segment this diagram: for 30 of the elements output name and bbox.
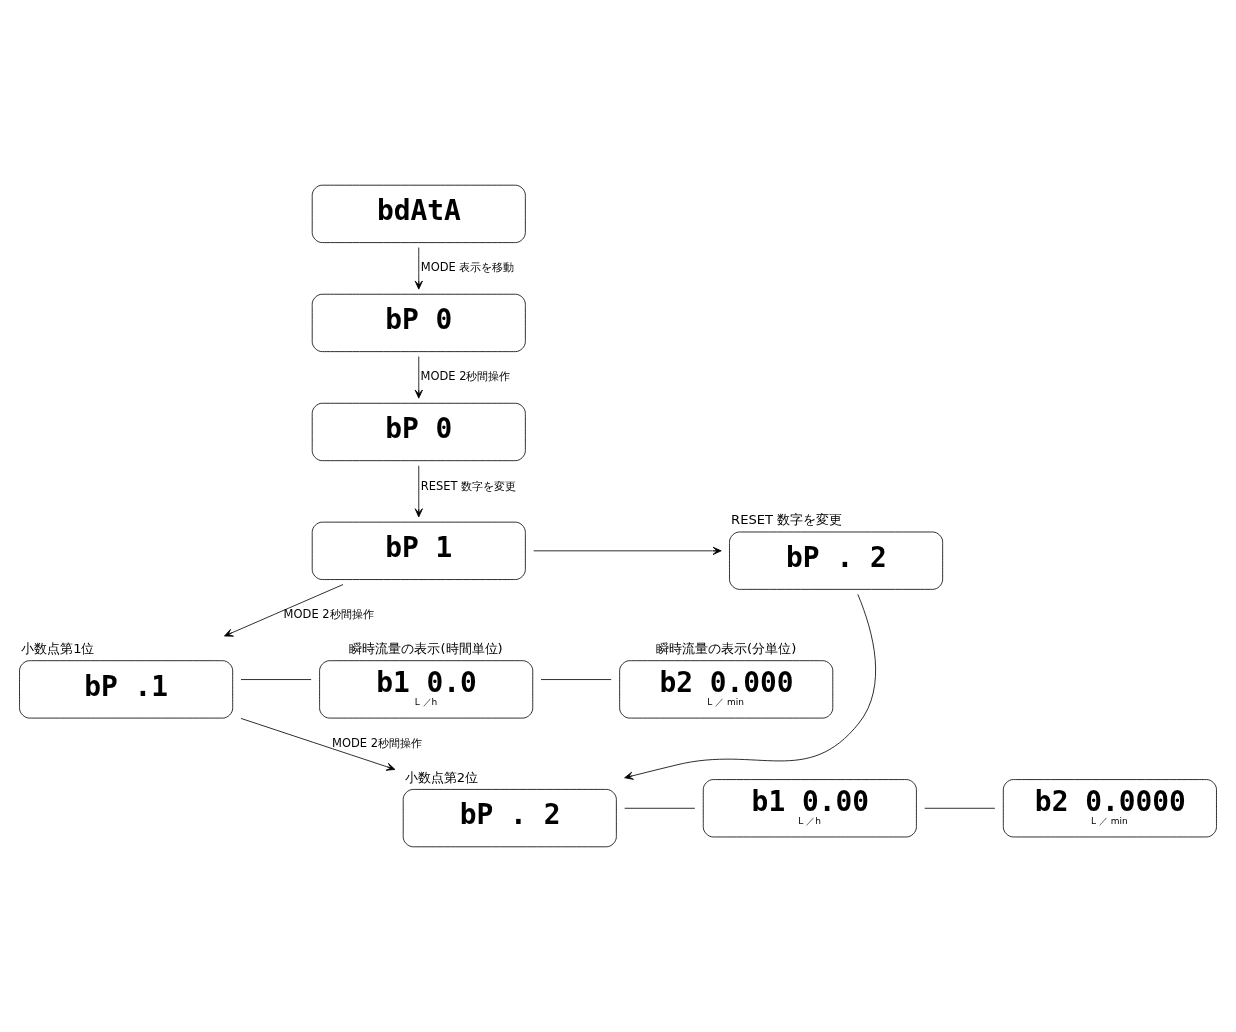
node-box: bP 1 [311, 521, 526, 580]
node-box: b2 0.0000 L ／ min [1002, 779, 1217, 838]
node-box: b1 0.00 L ／h [702, 779, 917, 838]
connector [240, 679, 312, 680]
edge-label: MODE 2秒間操作 [283, 607, 374, 622]
edge-label: RESET 数字を変更 [420, 478, 517, 493]
arrow [224, 584, 344, 637]
node-label: 瞬時流量の表示(時間単位) [349, 641, 503, 657]
node-label: 小数点第1位 [21, 641, 95, 657]
edge-label: MODE 2秒間操作 [331, 735, 422, 750]
arrow [414, 356, 423, 399]
node-box: bP . 2 [402, 789, 617, 848]
edge-label: MODE 2秒間操作 [420, 369, 511, 384]
node-box: bP 0 [311, 402, 526, 462]
arrow [624, 593, 877, 780]
node-label: RESET 数字を変更 [731, 512, 843, 528]
arrow [240, 718, 396, 771]
node-box: bdAtA [311, 184, 526, 243]
node-label: 小数点第2位 [404, 769, 479, 785]
node-box: bP 0 [311, 293, 526, 353]
arrow [414, 247, 423, 290]
node-box: bP .1 [19, 660, 234, 719]
node-box: b2 0.000 L ／ min [619, 660, 834, 719]
node-box: bP . 2 [729, 531, 944, 590]
edge-label: MODE 表示を移動 [420, 260, 515, 275]
arrow [533, 546, 722, 555]
arrow [414, 465, 423, 518]
connector [540, 679, 612, 680]
node-box: b1 0.0 L ／h [319, 660, 534, 719]
node-label: 瞬時流量の表示(分単位) [656, 641, 797, 657]
